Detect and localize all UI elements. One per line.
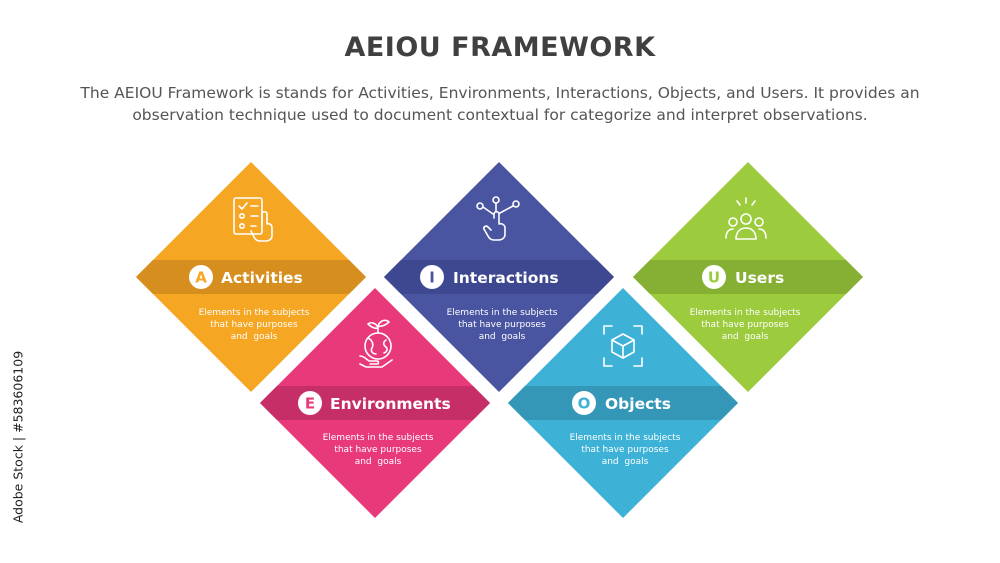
environments-desc-line-2: that have purposes (334, 445, 422, 455)
cube-scan-icon (603, 325, 643, 367)
item-interactions: I Interactions Elements in the subjects … (384, 162, 614, 392)
users-letter: U (708, 269, 720, 287)
checklist-touch-icon (233, 197, 273, 242)
activities-band (136, 260, 366, 294)
objects-band (508, 386, 738, 420)
environments-desc-line-3: and goals (355, 457, 402, 467)
item-activities: A Activities Elements in the subjects th… (136, 162, 366, 392)
activities-desc-line-1: Elements in the subjects (199, 308, 310, 318)
activities-desc-line-3: and goals (231, 332, 278, 342)
interactions-desc-line-1: Elements in the subjects (447, 308, 558, 318)
stock-watermark: Adobe Stock | #583606109 (8, 322, 28, 552)
interactions-desc-line-2: that have purposes (458, 320, 546, 330)
interactions-desc-line-3: and goals (479, 332, 526, 342)
stock-watermark-text: Adobe Stock | #583606109 (10, 350, 26, 524)
page-title: AEIOU FRAMEWORK (344, 32, 656, 63)
interactions-letter: I (429, 269, 435, 287)
activities-letter-badge (189, 265, 213, 289)
globe-plant-icon (359, 319, 393, 368)
objects-title: Objects (605, 395, 671, 413)
item-objects: O Objects Elements in the subjects that … (508, 288, 738, 518)
activities-title: Activities (221, 269, 303, 287)
users-desc-line-1: Elements in the subjects (690, 308, 801, 318)
interactions-title: Interactions (453, 269, 559, 287)
page-description: The AEIOU Framework is stands for Activi… (80, 84, 920, 124)
activities-letter: A (195, 269, 207, 287)
objects-desc-line-2: that have purposes (581, 445, 669, 455)
interactions-letter-badge (420, 265, 444, 289)
users-title: Users (735, 269, 784, 287)
objects-desc-line-3: and goals (602, 457, 649, 467)
users-letter-badge (702, 265, 726, 289)
environments-letter: E (305, 395, 315, 413)
users-desc-line-2: that have purposes (701, 320, 789, 330)
activities-desc-line-2: that have purposes (210, 320, 298, 330)
objects-desc-line-1: Elements in the subjects (570, 433, 681, 443)
touch-network-icon (476, 196, 520, 241)
environments-letter-badge (298, 391, 322, 415)
item-environments: E Environments Elements in the subjects … (260, 288, 490, 518)
user-group-icon (725, 197, 767, 240)
users-desc-line-3: and goals (722, 332, 769, 342)
objects-letter-badge (572, 391, 596, 415)
item-users: U Users Elements in the subjects that ha… (633, 162, 863, 392)
environments-desc-line-1: Elements in the subjects (323, 433, 434, 443)
objects-letter: O (578, 395, 591, 413)
users-band (633, 260, 863, 294)
environments-title: Environments (330, 395, 451, 413)
